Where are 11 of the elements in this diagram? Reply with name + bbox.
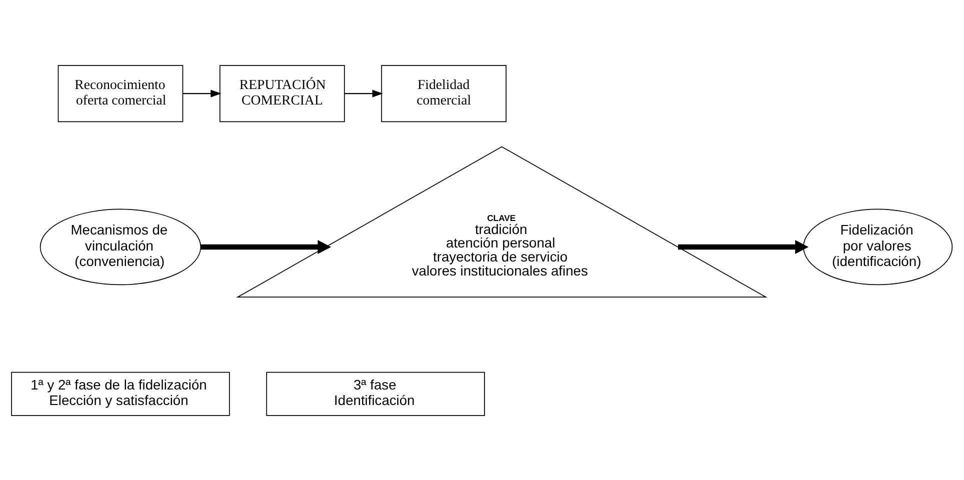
node-box: Reconocimiento oferta comercial xyxy=(58,64,184,122)
node-box: 3ª fase Identificación xyxy=(266,371,485,416)
node-ellipse: Fidelización por valores (identificación) xyxy=(803,208,953,285)
node-ellipse: Mecanismos de vinculación (conveniencia) xyxy=(40,208,202,285)
node-box: Fidelidad comercial xyxy=(381,64,507,122)
node-box: REPUTACIÓN COMERCIAL xyxy=(220,64,345,122)
arrow xyxy=(183,89,222,97)
arrow xyxy=(344,89,384,97)
node-box: 1ª y 2ª fase de la fidelización Elección y satisfacción xyxy=(11,371,230,416)
arrow xyxy=(678,239,808,254)
arrow xyxy=(200,239,332,254)
